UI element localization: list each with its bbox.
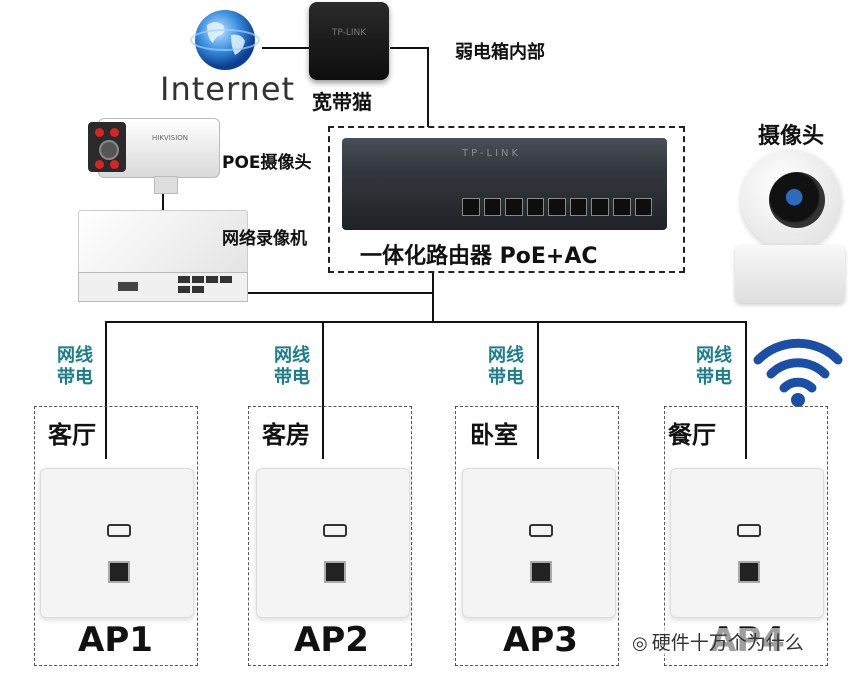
wifi-icon (753, 338, 843, 407)
router-label: 一体化路由器 PoE+AC (360, 244, 598, 269)
camera-label: 摄像头 (758, 124, 825, 149)
router-brand: TP-LINK (462, 148, 522, 159)
modem-brand: TP-LINK (331, 28, 367, 38)
ap2-box (248, 406, 412, 666)
ap2-port (324, 561, 346, 583)
nvr-label: 网络录像机 (222, 229, 307, 249)
poe-camera: HIKVISION (88, 118, 220, 194)
camera-brand: HIKVISION (152, 134, 189, 142)
ap3-panel (462, 468, 616, 618)
line-drop-ap3 (537, 321, 539, 459)
ap3-led (529, 524, 553, 537)
ap2-name: AP2 (294, 620, 369, 660)
ap3-port (530, 561, 552, 583)
ap3-cable-label: 网线带电 (488, 345, 524, 388)
modem-label: 宽带猫 (312, 90, 372, 114)
router-box (328, 126, 685, 273)
ap1-panel (40, 468, 194, 618)
ap2-panel (256, 468, 410, 618)
line-drop-ap1 (105, 321, 107, 459)
ap3-name: AP3 (503, 620, 578, 660)
ap4-led (737, 524, 761, 537)
line-drop-ap4 (745, 321, 747, 459)
ap2-room: 客房 (262, 421, 310, 449)
router-ports (462, 198, 653, 216)
dome-camera (735, 150, 845, 305)
router-device: TP-LINK (342, 138, 667, 230)
box-label: 弱电箱内部 (455, 42, 545, 63)
ap4-port (738, 561, 760, 583)
ap2-led (323, 524, 347, 537)
modem-device: TP-LINK (309, 2, 389, 80)
line-modem-router (427, 47, 429, 127)
poe-camera-label: POE摄像头 (222, 153, 312, 173)
ap3-room: 卧室 (470, 421, 518, 449)
ap1-room: 客厅 (48, 421, 96, 449)
nvr-device (78, 210, 248, 302)
line-drop-ap2 (322, 321, 324, 459)
ap4-box (664, 406, 828, 666)
globe-icon (190, 10, 260, 70)
ap1-port (108, 561, 130, 583)
ap1-name: AP1 (78, 620, 153, 660)
ap3-box (455, 406, 619, 666)
line-router-down (432, 273, 434, 323)
watermark: ◎硬件十万个为什么 (632, 628, 804, 655)
ap4-cable-label: 网线带电 (696, 345, 732, 388)
ap1-led (107, 524, 131, 537)
line-camera-nvr (162, 192, 164, 212)
ap4-room: 餐厅 (668, 421, 716, 449)
ap1-cable-label: 网线带电 (57, 345, 93, 388)
ap2-cable-label: 网线带电 (274, 345, 310, 388)
line-modem-right (390, 47, 428, 49)
wechat-icon: ◎ (632, 633, 648, 654)
line-nvr-router (246, 292, 434, 294)
ap1-box (34, 406, 198, 666)
internet-label: Internet (160, 70, 296, 108)
line-bus (105, 321, 747, 323)
ap4-panel (670, 468, 824, 618)
line-globe-modem (262, 47, 310, 49)
